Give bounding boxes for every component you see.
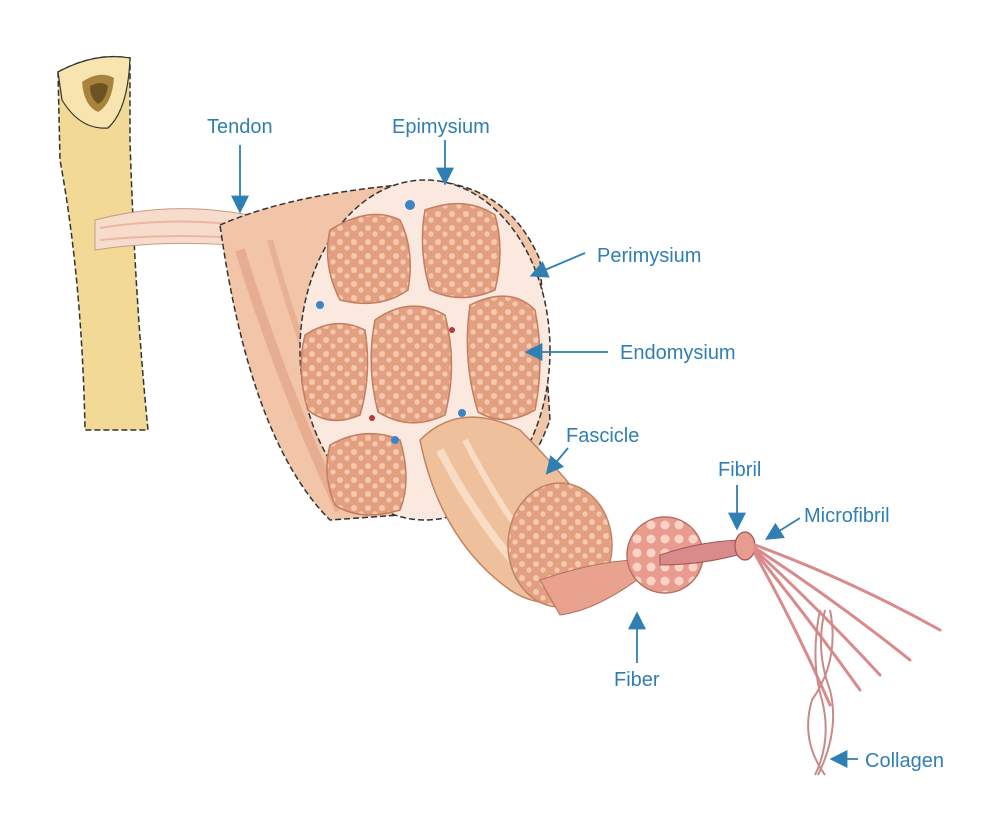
- perimysium-arrow: [529, 252, 586, 278]
- microfibril-arrow: [764, 517, 801, 540]
- fascicle-2: [421, 202, 501, 299]
- microfibrils: [753, 543, 942, 707]
- fibril: [659, 531, 756, 566]
- label-perimysium: Perimysium: [597, 245, 701, 267]
- label-collagen: Collagen: [865, 750, 944, 772]
- label-microfibril: Microfibril: [804, 505, 890, 527]
- label-fascicle: Fascicle: [566, 425, 639, 447]
- label-endomysium: Endomysium: [620, 342, 736, 364]
- label-tendon: Tendon: [207, 116, 273, 138]
- fascicle-1: [326, 213, 411, 305]
- fascicle-4: [370, 305, 453, 424]
- label-arrows: [231, 140, 858, 768]
- fascicle-3: [300, 322, 369, 422]
- label-fiber: Fiber: [614, 669, 660, 691]
- fascicle-5: [466, 295, 541, 421]
- label-fibril: Fibril: [718, 459, 761, 481]
- fascicle-6: [326, 432, 407, 516]
- fascicle-arrow: [545, 447, 569, 475]
- label-epimysium: Epimysium: [392, 116, 490, 138]
- collagen: [807, 609, 835, 776]
